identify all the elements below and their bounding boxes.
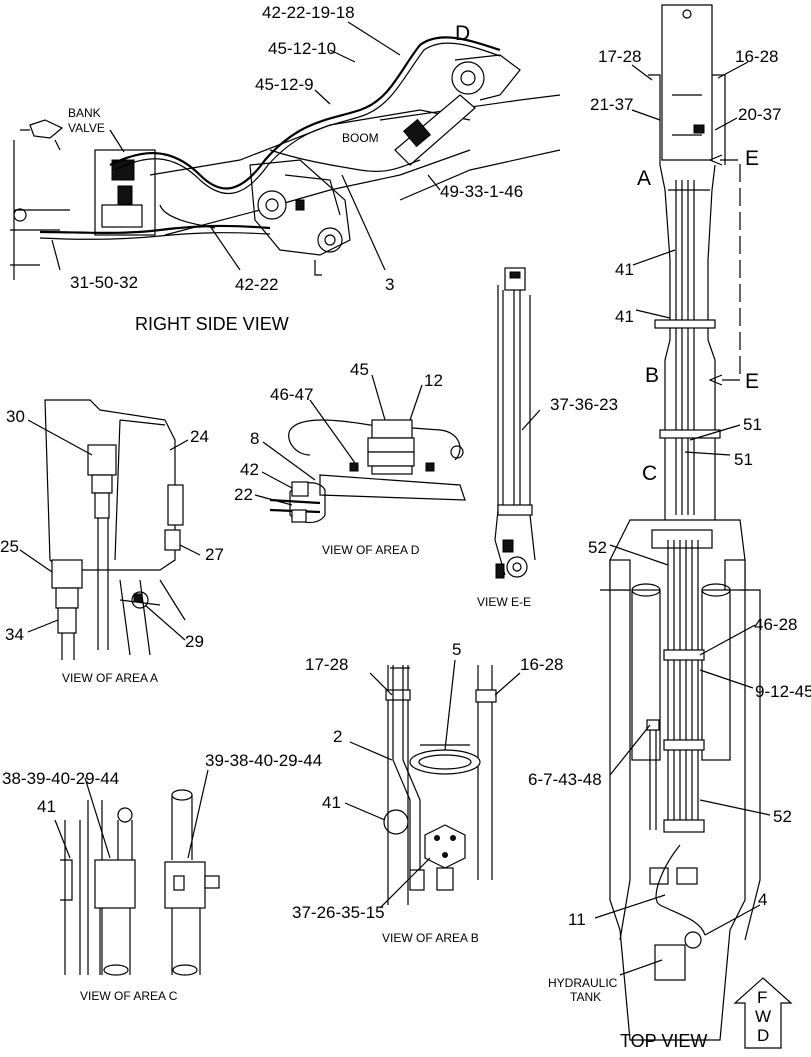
area-a-marker: A xyxy=(637,167,651,190)
callout-27: 27 xyxy=(205,545,224,564)
right-side-view-title: RIGHT SIDE VIEW xyxy=(135,314,289,334)
callout-38-39-40-29-44: 38-39-40-29-44 xyxy=(2,769,119,788)
bank-valve-label-line2: VALVE xyxy=(68,121,105,135)
callout-25: 25 xyxy=(0,537,19,556)
callout-45-12-9: 45-12-9 xyxy=(255,75,314,94)
callout-17-28: 17-28 xyxy=(305,655,348,674)
top-view: 17-28 16-28 21-37 20-37 E E A B C 41 41 … xyxy=(528,4,811,1051)
callout-3: 3 xyxy=(385,275,394,294)
callout-42: 42 xyxy=(240,460,259,479)
callout-51-a: 51 xyxy=(743,415,762,434)
callout-6-7-43-48: 6-7-43-48 xyxy=(528,770,602,789)
callout-41-top-b: 41 xyxy=(615,307,634,326)
callout-20-37: 20-37 xyxy=(738,105,781,124)
view-e-e: VIEW E-E 37-36-23 xyxy=(477,267,618,609)
fwd-letter-f: F xyxy=(757,988,767,1007)
callout-46-28: 46-28 xyxy=(754,615,797,634)
area-b-view: VIEW OF AREA B 17-28 5 16-28 2 41 37-26-… xyxy=(292,640,563,945)
callout-41: 41 xyxy=(37,797,56,816)
area-d-view: VIEW OF AREA D 45 12 46-47 8 42 22 xyxy=(234,360,466,557)
area-c-view: VIEW OF AREA C 38-39-40-29-44 41 39-38-4… xyxy=(2,751,322,1003)
callout-4: 4 xyxy=(758,890,767,909)
callout-45: 45 xyxy=(350,360,369,379)
callout-29: 29 xyxy=(185,632,204,651)
area-a-view: VIEW OF AREA A 30 24 25 27 34 29 xyxy=(0,399,224,685)
area-b-title: VIEW OF AREA B xyxy=(382,931,479,945)
area-d-marker: D xyxy=(455,22,470,45)
hydraulic-tank-label-line2: TANK xyxy=(570,990,601,1004)
callout-30: 30 xyxy=(6,407,25,426)
view-e-e-title: VIEW E-E xyxy=(477,595,531,609)
top-view-title: TOP VIEW xyxy=(620,1031,707,1051)
callout-21-37: 21-37 xyxy=(590,95,633,114)
callout-51-b: 51 xyxy=(734,450,753,469)
callout-49-33-1-46: 49-33-1-46 xyxy=(440,182,523,201)
callout-34: 34 xyxy=(5,625,24,644)
right-side-view: RIGHT SIDE VIEW 42-22-19-18 45-12-10 45-… xyxy=(10,3,561,334)
callout-17-28-top: 17-28 xyxy=(598,47,641,66)
area-b-marker: B xyxy=(645,364,659,387)
callout-46-47: 46-47 xyxy=(270,385,313,404)
callout-5: 5 xyxy=(452,640,461,659)
area-c-title: VIEW OF AREA C xyxy=(80,989,178,1003)
bank-valve-label-line1: BANK xyxy=(68,106,101,120)
callout-37-26-35-15: 37-26-35-15 xyxy=(292,903,385,922)
callout-9-12-45: 9-12-45 xyxy=(755,682,811,701)
callout-16-28-top: 16-28 xyxy=(735,47,778,66)
callout-42-22-19-18: 42-22-19-18 xyxy=(262,3,355,22)
callout-22: 22 xyxy=(234,485,253,504)
callout-52-b: 52 xyxy=(773,807,792,826)
callout-41-top-a: 41 xyxy=(615,260,634,279)
callout-52-a: 52 xyxy=(588,538,607,557)
area-d-title: VIEW OF AREA D xyxy=(322,543,420,557)
callout-39-38-40-29-44: 39-38-40-29-44 xyxy=(205,751,322,770)
callout-45-12-10: 45-12-10 xyxy=(268,39,336,58)
callout-2: 2 xyxy=(333,727,342,746)
callout-12: 12 xyxy=(424,371,443,390)
forward-arrow xyxy=(733,977,793,1049)
callout-24: 24 xyxy=(190,427,209,446)
hydraulic-tank-label-line1: HYDRAULIC xyxy=(548,976,618,990)
callout-16-28: 16-28 xyxy=(520,655,563,674)
callout-31-50-32: 31-50-32 xyxy=(70,273,138,292)
callout-8: 8 xyxy=(250,429,259,448)
area-c-marker: C xyxy=(642,462,657,485)
area-a-title: VIEW OF AREA A xyxy=(62,671,158,685)
section-e-top: E xyxy=(745,147,759,170)
boom-label: BOOM xyxy=(342,131,379,145)
section-e-bottom: E xyxy=(745,370,759,393)
callout-42-22: 42-22 xyxy=(235,275,278,294)
callout-37-36-23: 37-36-23 xyxy=(550,395,618,414)
fwd-letter-d: D xyxy=(757,1026,769,1045)
callout-41: 41 xyxy=(322,793,341,812)
fwd-letter-w: W xyxy=(755,1007,771,1026)
callout-11: 11 xyxy=(568,910,586,929)
